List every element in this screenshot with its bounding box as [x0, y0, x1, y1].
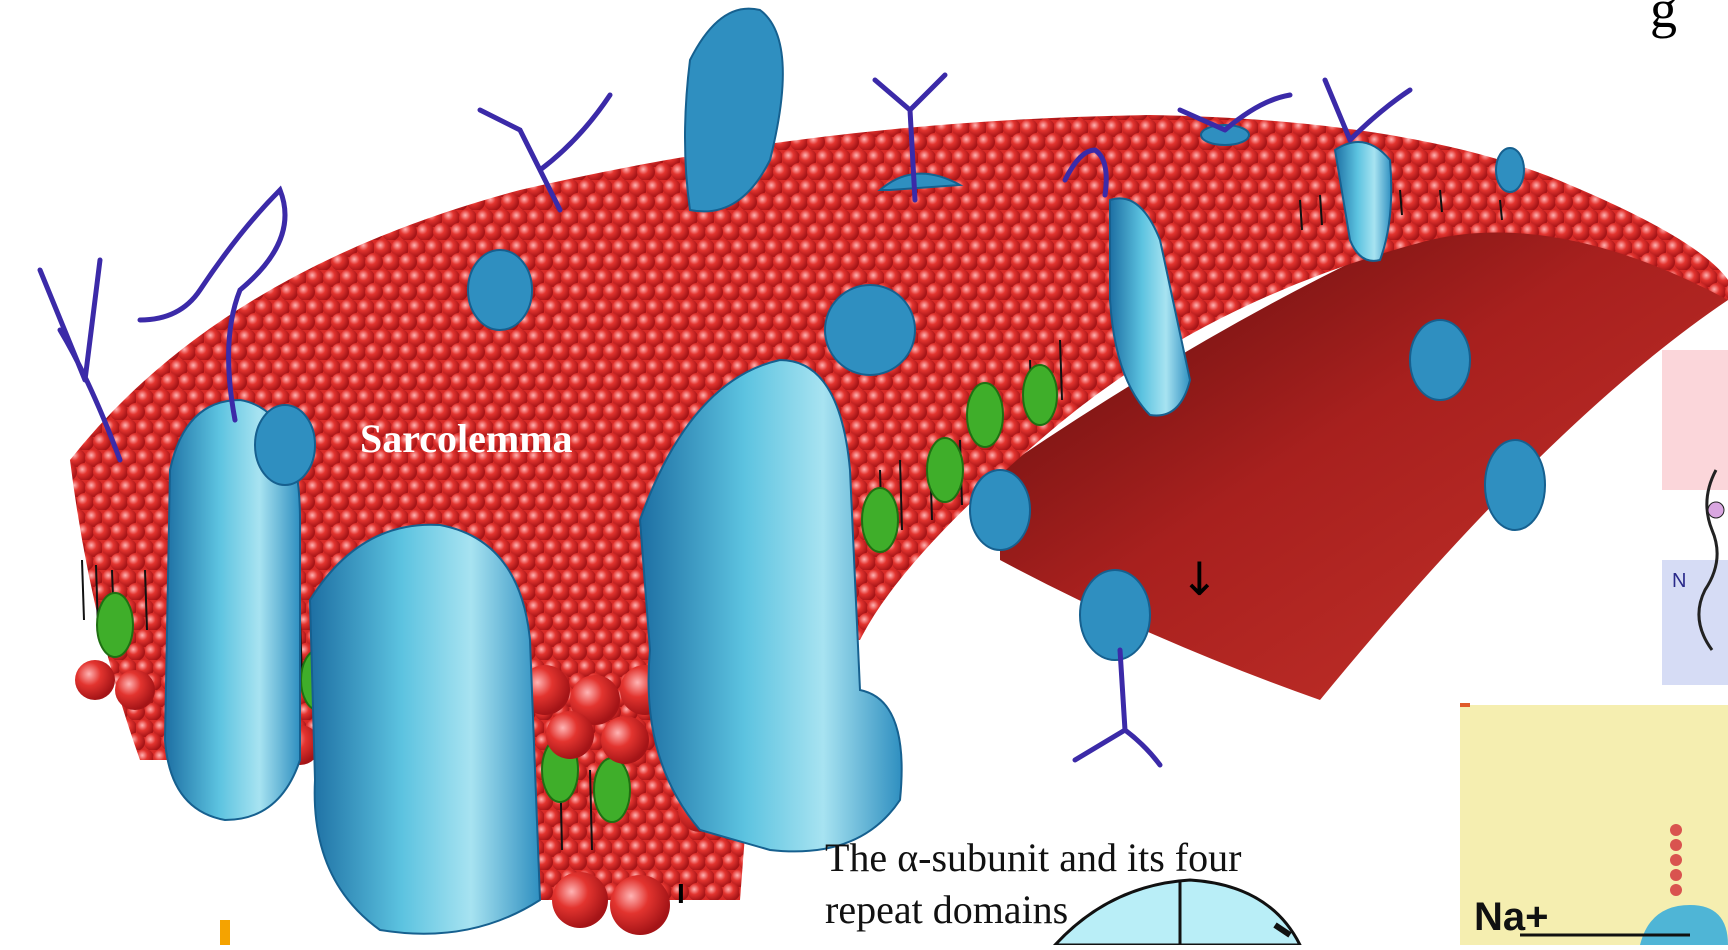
accent-mark	[220, 920, 230, 945]
inset-sodium-label: Na+	[1474, 895, 1549, 940]
alpha-subunit-caption: The α-subunit and its four repeat domain…	[825, 832, 1265, 936]
domain-numeral-label: I	[677, 878, 685, 910]
inset-channel-topology	[1662, 350, 1728, 685]
down-arrow-icon: ↓	[1180, 552, 1219, 606]
sarcolemma-label: Sarcolemma	[360, 415, 573, 462]
inset-n-terminus-label: N	[1672, 570, 1686, 593]
cropped-title-fragment: g	[1650, 0, 1677, 40]
